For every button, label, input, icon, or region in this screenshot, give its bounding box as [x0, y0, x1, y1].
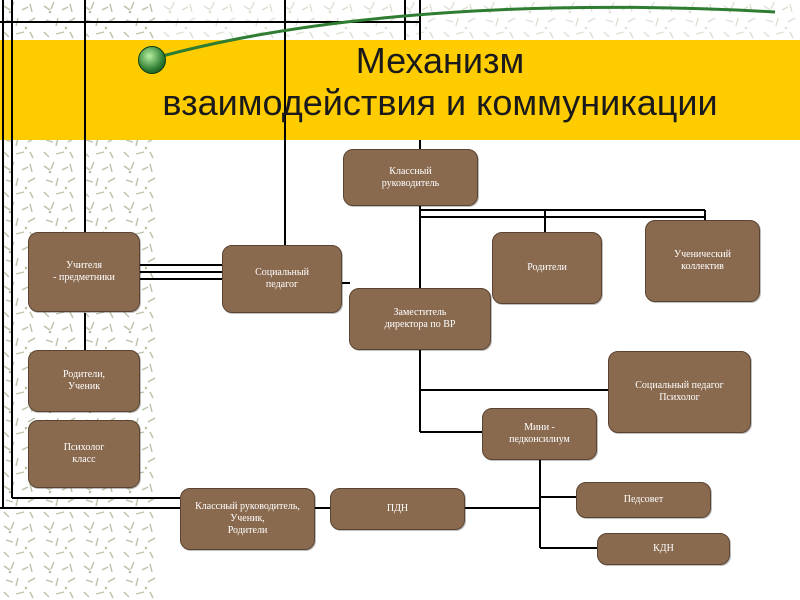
slide-title: Механизм взаимодействия и коммуникации [130, 40, 750, 124]
node-subject-teachers: Учителя - предметники [28, 232, 140, 312]
title-line-2: взаимодействия и коммуникации [162, 82, 718, 123]
node-parents-student: Родители, Ученик [28, 350, 140, 412]
node-class-teacher: Классный руководитель [343, 149, 478, 206]
green-orb-icon [138, 46, 166, 74]
node-pedsovet: Педсовет [576, 482, 711, 518]
node-kdn: КДН [597, 533, 730, 565]
node-psych-class: Психолог класс [28, 420, 140, 488]
node-mini-council: Мини - педконсилиум [482, 408, 597, 460]
node-deputy-director: Заместитель директора по ВР [349, 288, 491, 350]
node-teacher-student-parents: Классный руководитель, Ученик, Родители [180, 488, 315, 550]
node-pdn: ПДН [330, 488, 465, 530]
node-social-pedagog: Социальный педагог [222, 245, 342, 313]
node-social-pedagog-psych: Социальный педагог Психолог [608, 351, 751, 433]
node-parents-top: Родители [492, 232, 602, 304]
node-student-collective: Ученический коллектив [645, 220, 760, 302]
green-arc [154, 5, 776, 60]
title-line-1: Механизм [355, 40, 525, 81]
title-band [0, 40, 800, 140]
